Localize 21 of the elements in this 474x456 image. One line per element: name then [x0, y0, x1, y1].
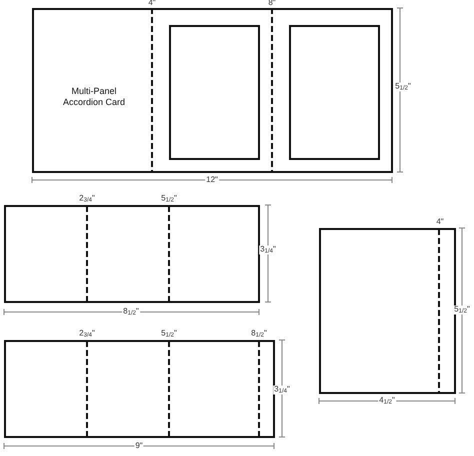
- card-panel: [4, 340, 275, 438]
- dimension-label: 3$_{1/4}$": [273, 386, 291, 394]
- card-panel: [32, 8, 393, 173]
- card-panel: [4, 205, 260, 303]
- dimension-label: 9": [134, 442, 144, 450]
- dimension-label: 5$_{1/2}$": [453, 306, 471, 314]
- window-box: [289, 25, 380, 160]
- window-box: [169, 25, 260, 160]
- dimension-label: 5$_{1/2}$": [160, 194, 178, 204]
- dimension-label: 4$_{1/2}$": [378, 396, 396, 406]
- card-panel: [319, 228, 456, 394]
- dimension-label: 2$_{3/4}$": [78, 330, 96, 338]
- dimension-label: 4": [435, 218, 445, 226]
- dimension-label: 2$_{3/4}$": [78, 194, 96, 204]
- dimension-label: 12": [205, 176, 219, 184]
- dimension-label: 8$_{1/2}$": [250, 330, 268, 338]
- card-title: Multi-Panel Accordion Card: [62, 86, 126, 108]
- dimension-label: 5$_{1/2}$": [160, 330, 178, 338]
- dimension-label: 8$_{1/2}$": [122, 308, 140, 316]
- dimension-label: 5$_{1/2}$": [394, 82, 412, 92]
- dimension-label: 3$_{1/4}$": [259, 246, 277, 254]
